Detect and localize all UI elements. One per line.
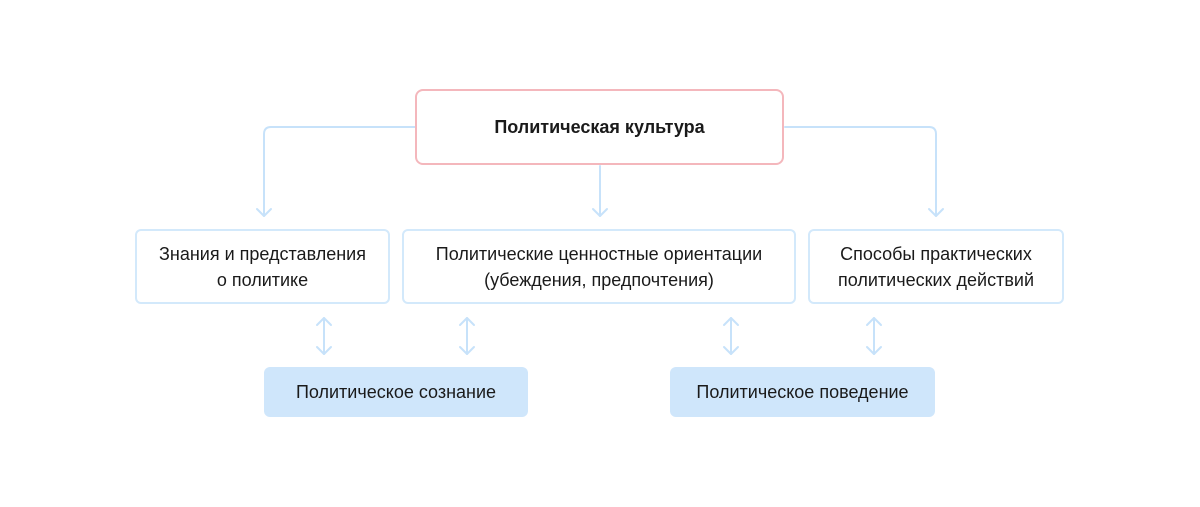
component-values: Политические ценностные ориентации (убеж… [402,229,796,304]
component-values-line2: (убеждения, предпочтения) [484,269,714,290]
result-behavior-label: Политическое поведение [696,382,909,402]
component-knowledge-line1: Знания и представления [159,243,366,264]
arrowhead-middle [592,208,608,217]
double-arrow-3 [723,317,739,355]
result-consciousness: Политическое сознание [264,367,528,417]
root-node-label: Политическая культура [494,117,705,137]
result-behavior: Политическое поведение [670,367,935,417]
double-arrow-2 [459,317,475,355]
component-actions-line2: политических действий [837,269,1035,290]
component-actions: Способы практических политических действ… [808,229,1064,304]
double-arrow-1 [316,317,332,355]
arrowhead-right [928,208,944,217]
component-knowledge-line2: о политике [216,269,309,290]
connector-root-right [784,126,937,217]
root-node: Политическая культура [415,89,784,165]
double-arrow-4 [866,317,882,355]
result-consciousness-label: Политическое сознание [295,382,497,402]
component-values-line1: Политические ценностные ориентации [435,243,763,264]
arrowhead-left [256,208,272,217]
component-knowledge: Знания и представления о политике [135,229,390,304]
component-actions-line1: Способы практических [840,243,1032,264]
connector-root-left [263,126,416,217]
